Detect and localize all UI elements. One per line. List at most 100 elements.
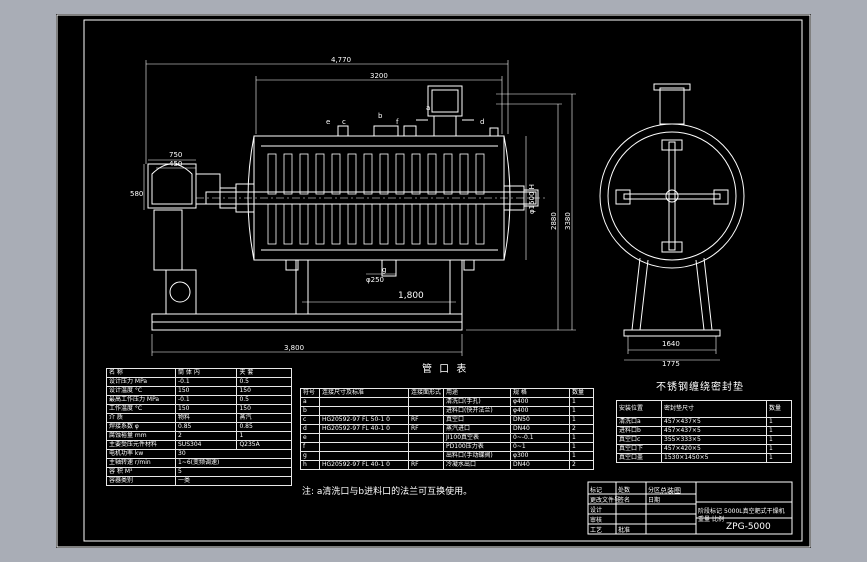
cell: a <box>300 397 320 407</box>
spec-header-shell: 筒 体 内 <box>174 368 238 378</box>
cell: 主要受压元件材料 <box>106 440 176 450</box>
cell: 容 积 M³ <box>106 467 176 477</box>
cell: 150 <box>174 404 238 414</box>
cell <box>407 406 445 416</box>
gasket-table-title: 不锈钢缠绕密封垫 <box>656 382 744 393</box>
nozzle-header-row: 符号 连接尺寸及标准 连接面形式 用途 规 格 数量 <box>300 388 594 398</box>
cell <box>407 397 445 407</box>
cell: 最高工作压力 MPa <box>106 395 176 405</box>
cell: 进料口(快开法兰) <box>443 406 512 416</box>
title-block-label-approve: 批准 <box>618 527 631 534</box>
cell: 150 <box>236 386 292 396</box>
cell: 真空口下 <box>616 444 662 454</box>
title-block-drawing-no: ZPG-5000 <box>726 522 771 532</box>
nozzle-label-c: c <box>342 118 346 126</box>
dim-motor-height: 580 <box>130 190 144 198</box>
cell <box>319 433 409 443</box>
dim-side-width-2: 1775 <box>662 360 680 368</box>
title-block-drawing-title: 总装图 <box>660 487 681 495</box>
title-block-label-process: 工艺 <box>590 527 603 534</box>
cell: 电机功率 kw <box>106 449 176 459</box>
cell: 1 <box>766 453 792 463</box>
cell: HG20592-97 FL 50-1 0 <box>319 415 409 425</box>
dim-height-1: 2880 <box>550 212 558 230</box>
cell: 355×333×5 <box>661 435 767 445</box>
cell: 1 <box>569 451 594 461</box>
cell: 1~6(变频调速) <box>175 458 292 468</box>
cell: 物料 <box>174 413 238 423</box>
cell: 0~-0.1 <box>510 433 571 443</box>
title-block-label-count: 处数 <box>618 487 631 494</box>
dim-total-length: 4,770 <box>331 56 352 64</box>
nozzle-note: 注: a清洗口与b进料口的法兰可互换使用。 <box>302 487 473 497</box>
cell: 工作温度 °C <box>106 404 176 414</box>
header-cell: 规 格 <box>510 388 571 398</box>
cell: 0.5 <box>236 377 292 387</box>
title-block-stage: 阶段标记 <box>698 508 723 515</box>
cell: -0.1 <box>174 377 238 387</box>
dim-body-length: 3200 <box>370 72 388 80</box>
cell: 0.85 <box>174 422 238 432</box>
header-cell: 安装位置 <box>616 400 662 418</box>
gasket-header-row: 安装位置 密封垫尺寸 数量 <box>616 400 792 418</box>
cell: 腐蚀裕量 mm <box>106 431 176 441</box>
cell: SUS304 <box>174 440 238 450</box>
nozzle-label-f: f <box>396 118 399 126</box>
side-view <box>599 83 745 361</box>
cell: h <box>300 460 320 470</box>
cell: PD100压力表 <box>443 442 512 452</box>
drawing-sheet: 4,770 3200 3,800 1,800 750 450 580 φ1500… <box>56 14 811 548</box>
dim-height-2: 3380 <box>564 212 572 230</box>
cell: 457×420×5 <box>661 444 767 454</box>
cell: 主轴转速 r/min <box>106 458 176 468</box>
cell: φ400 <box>510 406 571 416</box>
header-cell: 数量 <box>569 388 594 398</box>
nozzle-label-d: d <box>480 118 485 126</box>
title-block-label-zone: 分区 <box>648 487 661 494</box>
cell: 真空口 <box>443 415 512 425</box>
table-row: 容器类别一类 <box>106 476 292 486</box>
cell: 1 <box>766 444 792 454</box>
dim-support-span: 1,800 <box>398 291 424 301</box>
cell: 2 <box>569 424 594 434</box>
cell: 真空口盖 <box>616 453 662 463</box>
cell <box>407 451 445 461</box>
cell: -0.1 <box>174 395 238 405</box>
title-block-scale: 比例 <box>712 516 725 523</box>
cell: 1530×1450×5 <box>661 453 767 463</box>
cell: 设计压力 MPa <box>106 377 176 387</box>
dim-outlet: φ250 <box>366 276 384 284</box>
cell: b <box>300 406 320 416</box>
cell: 2 <box>569 460 594 470</box>
cell: d <box>300 424 320 434</box>
cell: HG20592-97 FL 40-1 0 <box>319 460 409 470</box>
cell: 出料口(手动蝶阀) <box>443 451 512 461</box>
dim-diameter: φ1500 H <box>528 184 536 214</box>
technical-drawing <box>56 14 811 548</box>
table-row: 介 质物料蒸汽 <box>106 413 292 423</box>
cell: 1 <box>569 397 594 407</box>
dim-base-length: 3,800 <box>284 344 305 352</box>
cell: 1 <box>766 435 792 445</box>
cell: 真空口c <box>616 435 662 445</box>
cell <box>319 406 409 416</box>
cell: RF <box>407 460 445 470</box>
cell: 蒸汽 <box>236 413 292 423</box>
cell: 设计温度 °C <box>106 386 176 396</box>
cell: φ400 <box>510 397 571 407</box>
title-block-weight: 重量 <box>698 516 711 523</box>
cell: 一类 <box>175 476 292 486</box>
cell: 1 <box>569 433 594 443</box>
cell: 进料口b <box>616 426 662 436</box>
cell <box>407 442 445 452</box>
